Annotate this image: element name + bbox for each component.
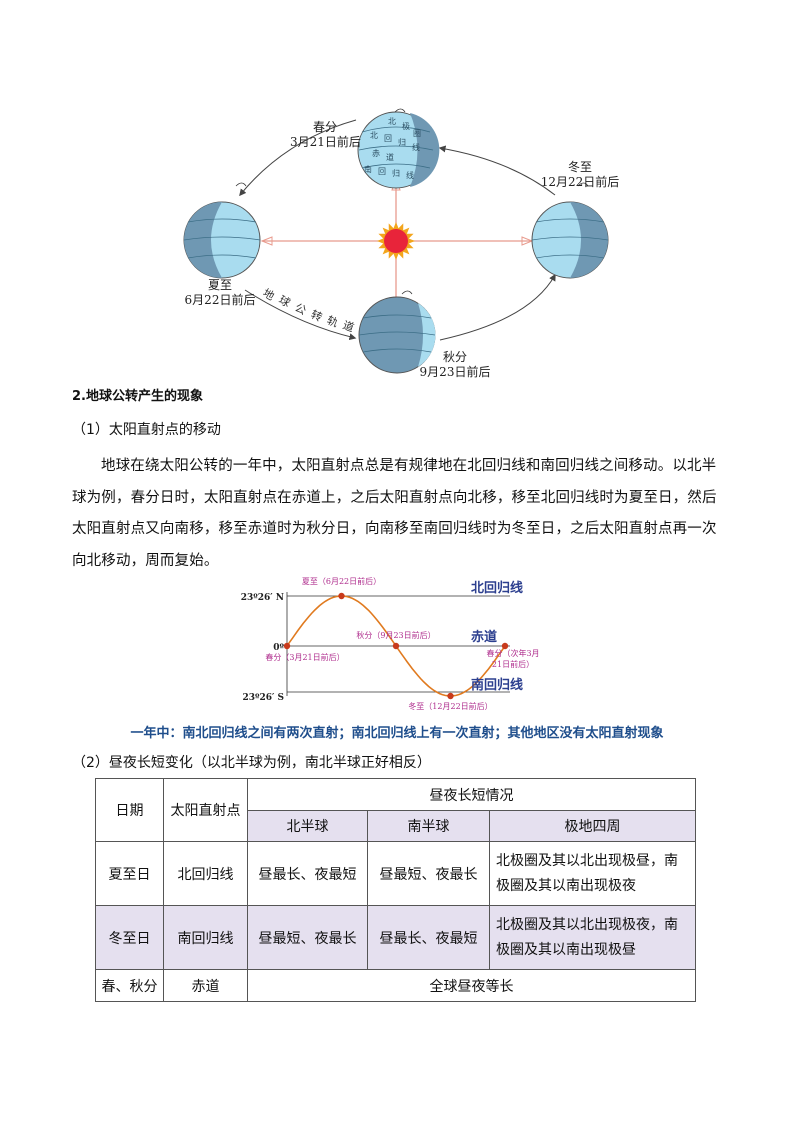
header-polar: 极地四周 bbox=[489, 810, 696, 842]
globe-label: 极 bbox=[402, 121, 410, 131]
sun-icon bbox=[377, 222, 415, 260]
point-label: 秋分（9月23日前后） bbox=[356, 630, 435, 640]
orbit-label-char: 转 bbox=[309, 307, 325, 324]
orbit-label-char: 球 bbox=[277, 292, 293, 310]
equator-label: 赤道 bbox=[471, 629, 497, 645]
table-row: 夏至日 北回归线 昼最长、夜最短 昼最短、夜最长 北极圈及其以北出现极昼，南极圈… bbox=[95, 841, 696, 906]
direct-point bbox=[283, 642, 291, 650]
orbit-label-char: 公 bbox=[293, 301, 309, 318]
orbit-arc-summer-autumn bbox=[244, 289, 357, 341]
table-row: 春、秋分 赤道 全球昼夜等长 bbox=[95, 969, 696, 1002]
section-heading: 2.地球公转产生的现象 bbox=[72, 389, 203, 404]
day-night-table: 日期 太阳直射点 昼夜长短情况 北半球 南半球 极地四周 夏至日 北回归线 昼最… bbox=[95, 778, 696, 1002]
globe-label: 南 bbox=[364, 164, 372, 174]
header-south: 南半球 bbox=[367, 810, 490, 842]
earth-spring-icon: 北 极 圈 北 回 归 线 赤 道 南 回 归 线 bbox=[357, 108, 440, 189]
globe-label: 赤 bbox=[372, 149, 380, 158]
globe-label: 道 bbox=[386, 152, 394, 162]
point-label: 春分（次年3月 bbox=[486, 648, 539, 658]
y-tick-label: 0º bbox=[273, 643, 284, 653]
direct-point-chart: 23º26′ N 0º 23º26′ S 春分（3月21日前后） 夏至（6月22日前后）… bbox=[241, 576, 540, 711]
table-row: 冬至日 南回归线 昼最短、夜最长 昼最长、夜最短 北极圈及其以北出现极夜，南极圈… bbox=[95, 905, 696, 970]
header-group: 昼夜长短情况 bbox=[247, 778, 696, 811]
globe-label: 回 bbox=[384, 134, 392, 143]
summary-line: 一年中：南北回归线之间有两次直射；南北回归线上有一次直射；其他地区没有太阳直射现… bbox=[130, 726, 664, 741]
direct-point bbox=[501, 642, 509, 650]
globe-label: 归 bbox=[392, 168, 400, 178]
subsection-2-title: （2）昼夜长短变化（以北半球为例，南北半球正好相反） bbox=[72, 755, 431, 771]
subsection-1-title: （1）太阳直射点的移动 bbox=[72, 422, 221, 438]
point-label: 春分（3月21日前后） bbox=[265, 652, 344, 662]
orbit-arc-spring-summer bbox=[239, 119, 357, 197]
direct-point bbox=[338, 592, 345, 600]
earth-winter-icon bbox=[531, 182, 609, 279]
header-date: 日期 bbox=[95, 778, 164, 842]
y-tick-label: 23º26′ N bbox=[241, 593, 284, 603]
orbit-label-char: 轨 bbox=[325, 313, 340, 330]
earth-summer-icon bbox=[183, 182, 261, 279]
header-direct: 太阳直射点 bbox=[163, 778, 248, 842]
earth-autumn-icon bbox=[358, 290, 436, 374]
direct-point bbox=[392, 642, 400, 650]
direct-point bbox=[447, 692, 454, 700]
globe-label: 北 bbox=[388, 117, 396, 126]
orbit-label: 地球公转轨道 bbox=[261, 286, 357, 334]
y-tick-label: 23º26′ S bbox=[242, 693, 284, 703]
globe-label: 归 bbox=[398, 137, 406, 147]
globe-label: 圈 bbox=[413, 129, 421, 138]
south-tropic-label: 南回归线 bbox=[471, 677, 523, 693]
orbit-arc-winter-spring bbox=[438, 145, 556, 196]
globe-label: 线 bbox=[406, 170, 414, 180]
header-north: 北半球 bbox=[247, 810, 368, 842]
globe-label: 线 bbox=[412, 142, 420, 152]
paragraph: 地球在绕太阳公转的一年中，太阳直射点总是有规律地在北回归线和南回归线之间移动。以… bbox=[72, 458, 717, 569]
north-tropic-label: 北回归线 bbox=[471, 580, 523, 596]
point-label: 夏至（6月22日前后） bbox=[302, 576, 381, 586]
orbit-label-char: 道 bbox=[341, 318, 356, 335]
orbit-diagram: 北 极 圈 北 回 归 线 赤 道 南 回 归 线 bbox=[183, 108, 609, 374]
point-label: 21日前后） bbox=[492, 659, 534, 669]
globe-label: 北 bbox=[370, 131, 378, 140]
orbit-arc-autumn-winter bbox=[439, 273, 556, 341]
globe-label: 回 bbox=[378, 167, 386, 176]
point-label: 冬至（12月22日前后） bbox=[408, 701, 492, 711]
